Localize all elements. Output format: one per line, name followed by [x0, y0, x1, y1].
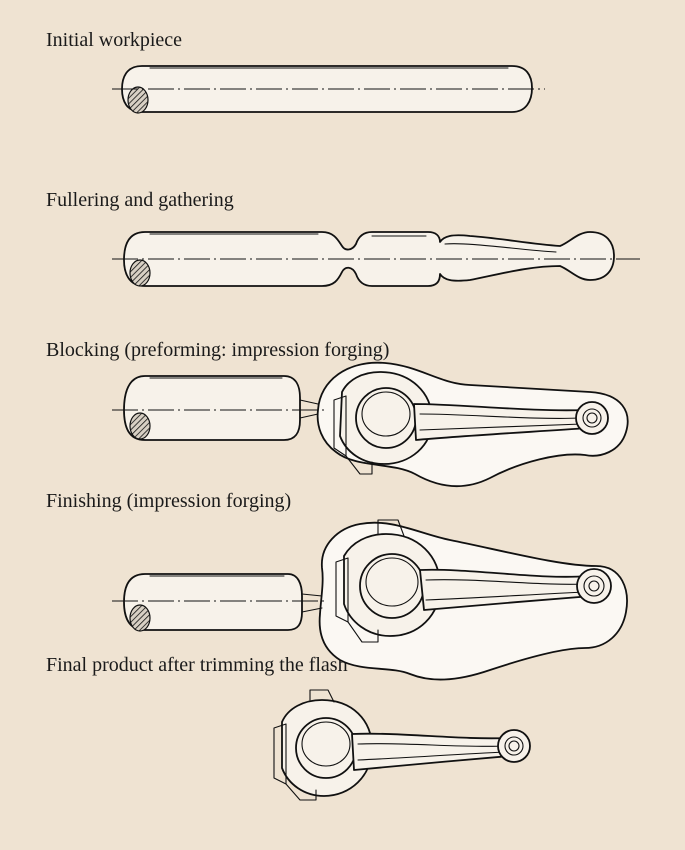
stage-2-caption: Fullering and gathering: [46, 189, 234, 211]
fullered-gathered-bar: [112, 231, 640, 287]
blocking-preform: [112, 361, 629, 487]
stage-5-caption: Final product after trimming the flash: [46, 654, 348, 676]
stage-3-caption: Blocking (preforming: impression forging…: [46, 339, 390, 361]
finishing-forging: [112, 519, 628, 681]
stage-1-caption: Initial workpiece: [46, 29, 183, 51]
initial-workpiece-bar: [112, 65, 545, 114]
final-connecting-rod: [273, 689, 531, 801]
stage-4-caption: Finishing (impression forging): [46, 490, 292, 512]
